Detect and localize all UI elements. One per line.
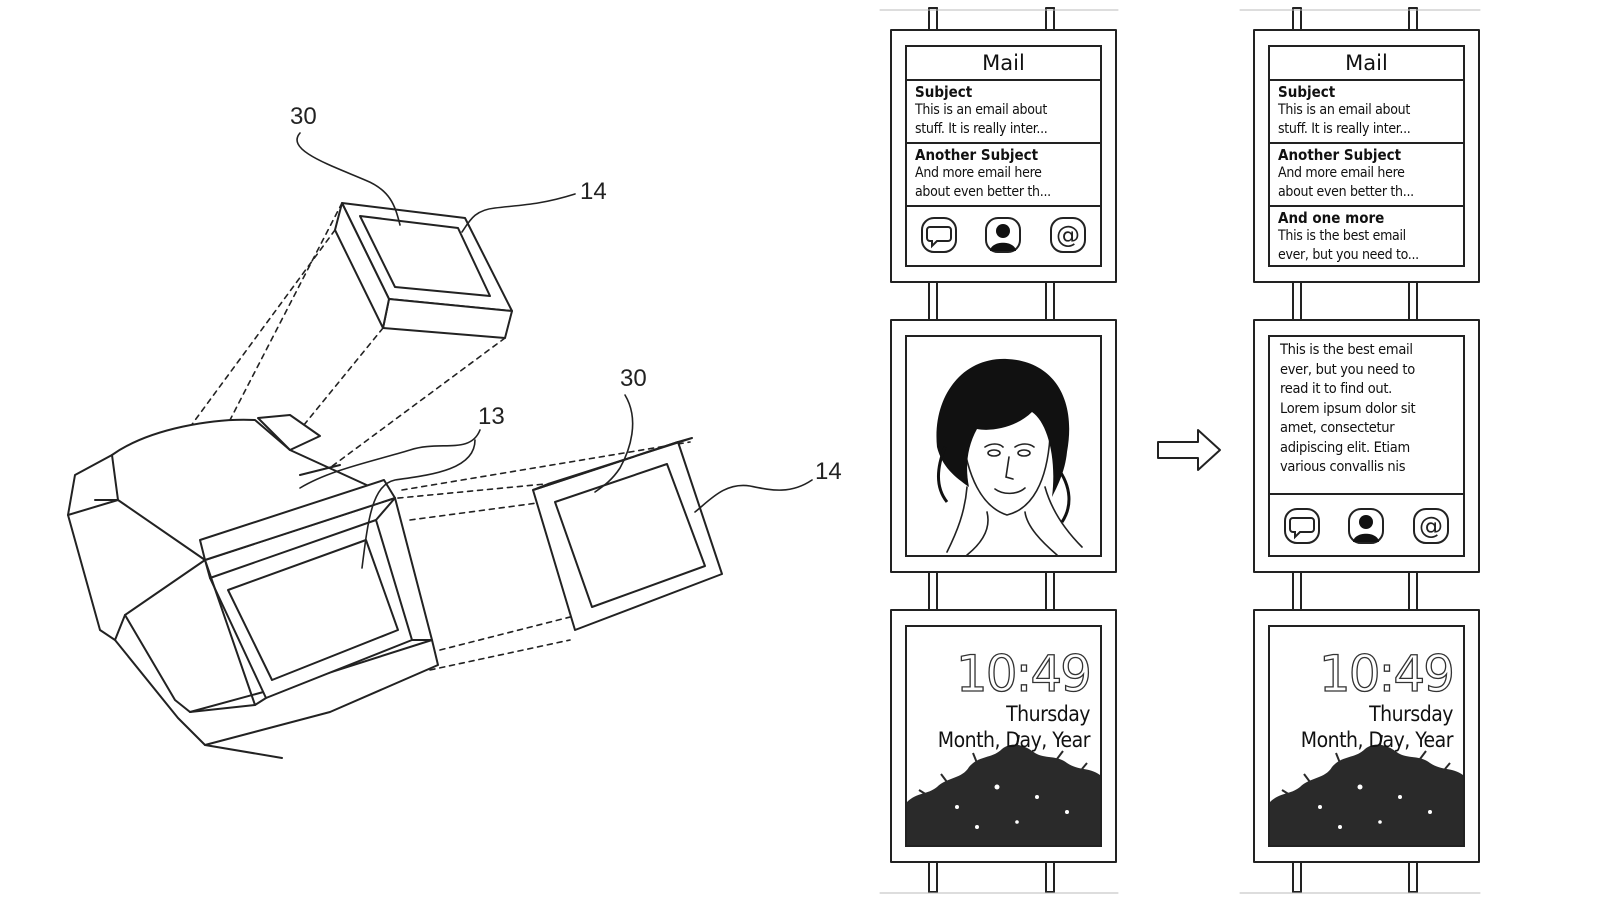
label-13: 13: [478, 403, 505, 430]
mail-list-item[interactable]: Subject This is an email about stuff. It…: [1270, 81, 1463, 144]
clock-time: 10:49: [955, 645, 1092, 703]
email-body-line: amet, consectetur: [1280, 420, 1395, 436]
label-30-upper: 30: [290, 103, 317, 130]
label-14-right: 14: [815, 458, 842, 485]
reader-icon-row: @: [1270, 495, 1463, 555]
email-body-line: ever, but you need to: [1280, 361, 1415, 378]
clock-widget: 10:49 Thursday Month, Day, Year: [1300, 645, 1456, 753]
clock-screen-after[interactable]: 10:49 Thursday Month, Day, Year: [1268, 625, 1465, 847]
clock-time: 10:49: [1318, 645, 1455, 703]
mail-preview: This is an email about: [1278, 102, 1410, 118]
clock-date: Month, Day, Year: [937, 728, 1091, 752]
projection-lines: [139, 202, 691, 671]
right-arrow-icon: [1157, 429, 1221, 471]
svg-text:@: @: [1056, 221, 1080, 249]
mail-preview: about even better th...: [1278, 184, 1414, 200]
mail-screen-after[interactable]: Mail Subject This is an email about stuf…: [1268, 45, 1465, 267]
mail-preview: about even better th...: [915, 184, 1051, 200]
tree-silhouette-image: [1270, 734, 1463, 845]
chat-bubble-icon[interactable]: [1282, 506, 1322, 546]
mail-preview: stuff. It is really inter...: [1278, 121, 1411, 137]
mail-subject: Another Subject: [915, 146, 1039, 164]
wrist-band-body: [67, 414, 439, 759]
svg-text:@: @: [1419, 512, 1443, 540]
mail-subject: Another Subject: [1278, 146, 1402, 164]
email-body-line: This is the best email: [1280, 342, 1413, 358]
photo-screen[interactable]: [905, 335, 1102, 557]
mail-subject: And one more: [1278, 209, 1385, 227]
at-sign-icon[interactable]: @: [1411, 506, 1451, 546]
email-body-line: various convallis nis: [1280, 459, 1406, 475]
mail-preview: ever, but you need to...: [1278, 247, 1419, 263]
mail-list-item[interactable]: And one more This is the best email ever…: [1270, 207, 1463, 265]
tree-silhouette-image: [907, 734, 1100, 845]
mail-list-item[interactable]: Another Subject And more email here abou…: [1270, 144, 1463, 207]
at-sign-icon[interactable]: @: [1048, 215, 1088, 255]
mail-icon-row: @: [907, 207, 1100, 263]
mail-list-item[interactable]: Another Subject And more email here abou…: [907, 144, 1100, 207]
mail-list-item[interactable]: Subject This is an email about stuff. It…: [907, 81, 1100, 144]
mail-preview: stuff. It is really inter...: [915, 121, 1048, 137]
email-body: This is the best email ever, but you nee…: [1270, 337, 1463, 495]
label-14-upper: 14: [580, 178, 607, 205]
label-30-right: 30: [620, 365, 647, 392]
mail-preview: This is the best email: [1278, 228, 1406, 244]
clock-day: Thursday: [1369, 702, 1453, 726]
right-module-14: [532, 437, 723, 631]
email-reader-screen[interactable]: This is the best email ever, but you nee…: [1268, 335, 1465, 557]
clock-date: Month, Day, Year: [1300, 728, 1454, 752]
mail-subject: Subject: [1278, 83, 1336, 101]
clock-screen-before[interactable]: 10:49 Thursday Month, Day, Year: [905, 625, 1102, 847]
mail-preview: And more email here: [915, 165, 1042, 181]
mail-title: Mail: [907, 47, 1100, 81]
contact-person-icon[interactable]: [983, 215, 1023, 255]
upper-module-14: [334, 202, 513, 339]
clock-day: Thursday: [1006, 702, 1090, 726]
email-body-line: read it to find out.: [1280, 381, 1393, 397]
mail-title: Mail: [1270, 47, 1463, 81]
email-body-line: Lorem ipsum dolor sit: [1280, 400, 1416, 417]
mail-subject: Subject: [915, 83, 973, 101]
leader-lines: [296, 132, 813, 569]
mail-screen-before[interactable]: Mail Subject This is an email about stuf…: [905, 45, 1102, 267]
mail-preview: And more email here: [1278, 165, 1405, 181]
portrait-sketch-image: [936, 358, 1083, 555]
clock-widget: 10:49 Thursday Month, Day, Year: [937, 645, 1093, 753]
email-body-line: adipiscing elit. Etiam: [1280, 439, 1410, 456]
chat-bubble-icon[interactable]: [919, 215, 959, 255]
mail-preview: This is an email about: [915, 102, 1047, 118]
contact-person-icon[interactable]: [1346, 506, 1386, 546]
